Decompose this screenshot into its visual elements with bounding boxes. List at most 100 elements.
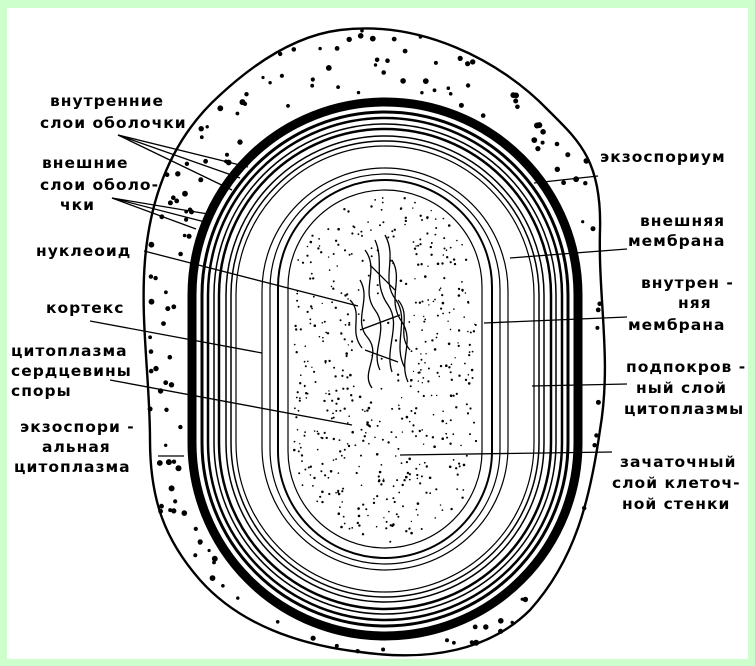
stipple-dot [332,288,334,290]
stipple-dot [420,369,422,371]
stipple-dot [419,430,421,432]
stipple-dot [443,277,445,279]
stipple-dot [415,253,417,255]
stipple-dot [217,105,223,111]
stipple-dot [451,379,453,381]
stipple-dot [455,357,456,358]
stipple-dot [368,424,370,426]
stipple-dot [420,215,422,217]
stipple-dot [244,92,248,96]
stipple-dot [387,441,389,443]
stipple-dot [453,308,455,310]
stipple-dot [357,522,359,524]
stipple-dot [443,218,445,220]
stipple-dot [338,512,341,515]
stipple-dot [340,526,343,529]
stipple-dot [359,396,362,399]
stipple-dot [347,443,349,445]
stipple-dot [450,329,452,331]
stipple-dot [199,126,204,131]
stipple-dot [294,344,296,346]
stipple-dot [313,296,315,298]
stipple-dot [327,228,329,230]
label-exosporial-cytoplasm: экзоспори - альная цитоплазма [14,418,141,476]
stipple-dot [320,470,322,472]
stipple-dot [515,105,520,110]
stipple-dot [391,230,393,232]
stipple-dot [339,439,341,441]
stipple-dot [335,644,339,648]
stipple-dot [461,289,464,292]
stipple-dot [376,526,378,528]
stipple-dot [173,499,177,503]
stipple-dot [306,255,308,257]
stipple-dot [441,294,443,296]
stipple-dot [355,444,357,446]
stipple-dot [481,113,486,118]
stipple-dot [421,429,423,431]
stipple-dot [317,449,319,451]
stipple-dot [322,303,323,304]
stipple-dot [396,513,398,515]
stipple-dot [416,509,418,511]
stipple-dot [168,200,173,205]
stipple-dot [159,504,164,509]
stipple-dot [417,478,419,480]
stipple-dot [343,516,345,518]
stipple-dot [382,439,384,441]
stipple-dot [176,465,182,471]
stipple-dot [436,333,438,335]
stipple-dot [594,433,598,437]
stipple-dot [419,243,421,245]
stipple-dot [397,516,399,518]
stipple-dot [535,146,540,151]
stipple-dot [300,328,302,330]
stipple-dot [183,234,187,238]
stipple-dot [425,492,427,494]
stipple-dot [340,319,342,321]
stipple-dot [435,234,437,236]
stipple-dot [407,472,409,474]
stipple-dot [351,399,353,401]
stipple-dot [466,455,468,457]
stipple-dot [304,469,306,471]
stipple-dot [169,382,174,387]
stipple-dot [311,235,313,237]
stipple-dot [555,142,560,147]
stipple-dot [397,379,399,381]
stipple-dot [423,444,424,445]
stipple-dot [348,322,350,324]
stipple-dot [210,575,216,581]
stipple-dot [429,477,432,480]
stipple-dot [461,497,463,499]
stipple-dot [175,171,180,176]
stipple-dot [447,321,448,322]
stipple-dot [294,325,296,327]
stipple-dot [293,449,296,452]
stipple-dot [449,92,453,96]
stipple-dot [310,466,312,468]
stipple-dot [431,395,433,397]
stipple-dot [171,195,176,200]
stipple-dot [410,379,413,382]
stipple-dot [276,620,280,624]
stipple-dot [414,315,415,316]
stipple-dot [453,395,455,397]
stipple-dot [163,380,168,385]
stipple-dot [339,410,341,412]
stipple-dot [305,392,307,394]
stipple-dot [194,527,198,531]
stipple-dot [298,306,300,308]
stipple-dot [418,380,419,381]
stipple-dot [169,485,175,491]
stipple-dot [389,541,391,543]
stipple-dot [366,409,368,411]
stipple-dot [440,504,441,505]
stipple-dot [198,539,203,544]
stipple-dot [409,473,411,475]
stipple-dot [358,466,360,468]
stipple-dot [295,328,297,330]
stipple-dot [332,413,334,415]
stipple-dot [318,47,321,50]
stipple-dot [325,332,327,334]
